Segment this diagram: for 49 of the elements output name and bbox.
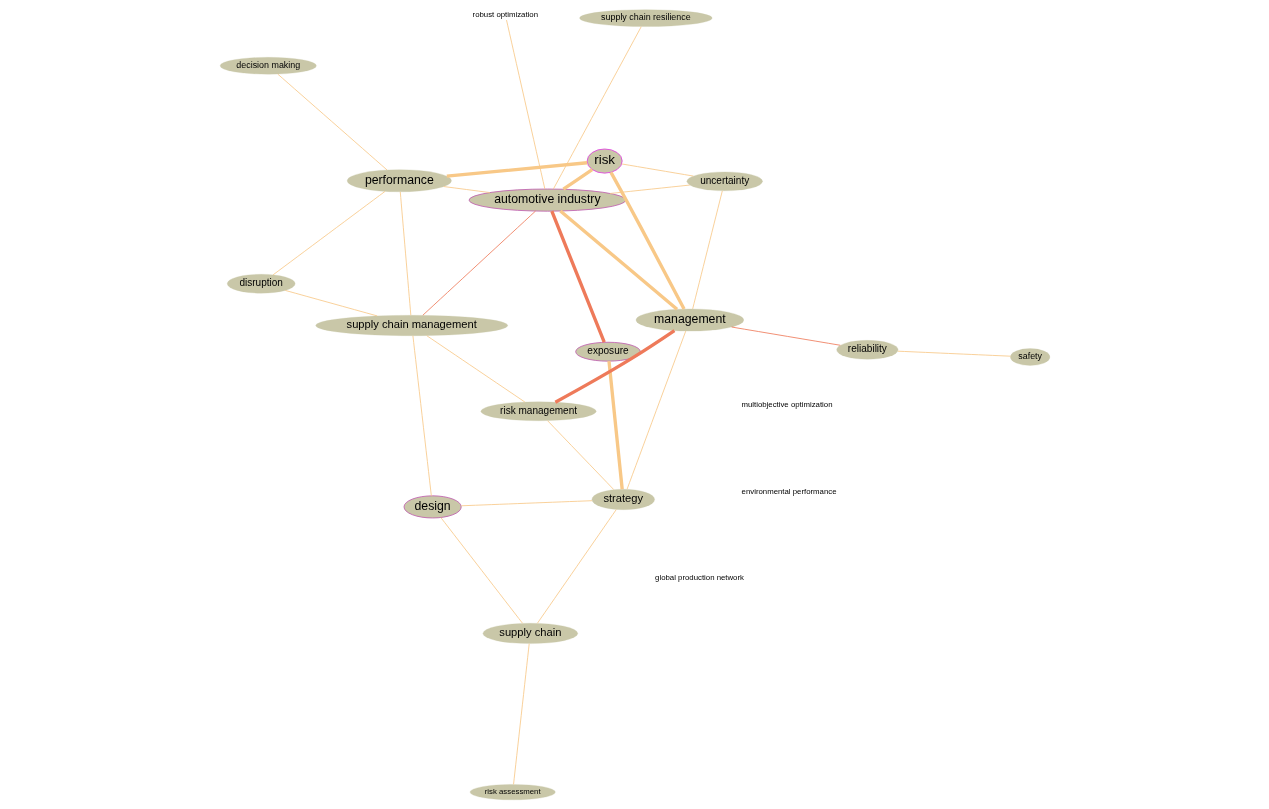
node-text: global production network <box>654 573 744 583</box>
connector <box>606 361 624 490</box>
connector <box>609 184 690 194</box>
connector <box>626 330 686 490</box>
connector <box>549 210 606 343</box>
node-ellipse: supply chain resilience <box>578 9 712 27</box>
connector <box>552 26 642 190</box>
connector <box>505 19 545 190</box>
node-ellipse: supply chain <box>482 623 578 644</box>
connector <box>460 500 592 507</box>
connector <box>446 161 587 178</box>
connector <box>536 509 617 624</box>
node-ellipse: design <box>403 495 462 519</box>
connector <box>276 73 387 171</box>
connector <box>561 168 593 191</box>
connector <box>421 210 536 316</box>
node-ellipse: reliability <box>836 340 898 360</box>
node-ellipse: performance <box>346 169 452 192</box>
connector <box>554 329 675 404</box>
node-ellipse: risk <box>586 148 623 174</box>
node-ellipse: uncertainty <box>686 171 763 191</box>
connector <box>425 335 525 403</box>
connector <box>284 290 378 317</box>
node-ellipse: automotive industry <box>468 188 626 212</box>
connector <box>399 191 411 316</box>
node-text: multiobjective optimization <box>740 400 832 410</box>
connector <box>512 643 530 785</box>
connector <box>730 326 841 346</box>
node-ellipse: safety <box>1009 348 1050 366</box>
connector <box>558 209 678 311</box>
connector <box>546 420 614 491</box>
node-ellipse: disruption <box>226 274 295 294</box>
node-ellipse: supply chain management <box>315 315 508 336</box>
connector <box>412 335 432 497</box>
node-ellipse: risk assessment <box>469 784 555 800</box>
node-text: environmental performance <box>741 486 837 496</box>
connector <box>897 350 1011 357</box>
connector <box>620 163 694 177</box>
node-ellipse: risk management <box>480 401 596 421</box>
node-ellipse: strategy <box>591 489 655 510</box>
node-ellipse: exposure <box>574 341 641 362</box>
connector <box>609 171 686 310</box>
node-ellipse: management <box>635 308 744 332</box>
connector <box>442 186 490 193</box>
node-ellipse: decision making <box>219 57 317 75</box>
connector <box>691 190 723 310</box>
node-text: robust optimization <box>472 9 538 19</box>
connector <box>439 517 523 624</box>
connector <box>272 190 385 276</box>
